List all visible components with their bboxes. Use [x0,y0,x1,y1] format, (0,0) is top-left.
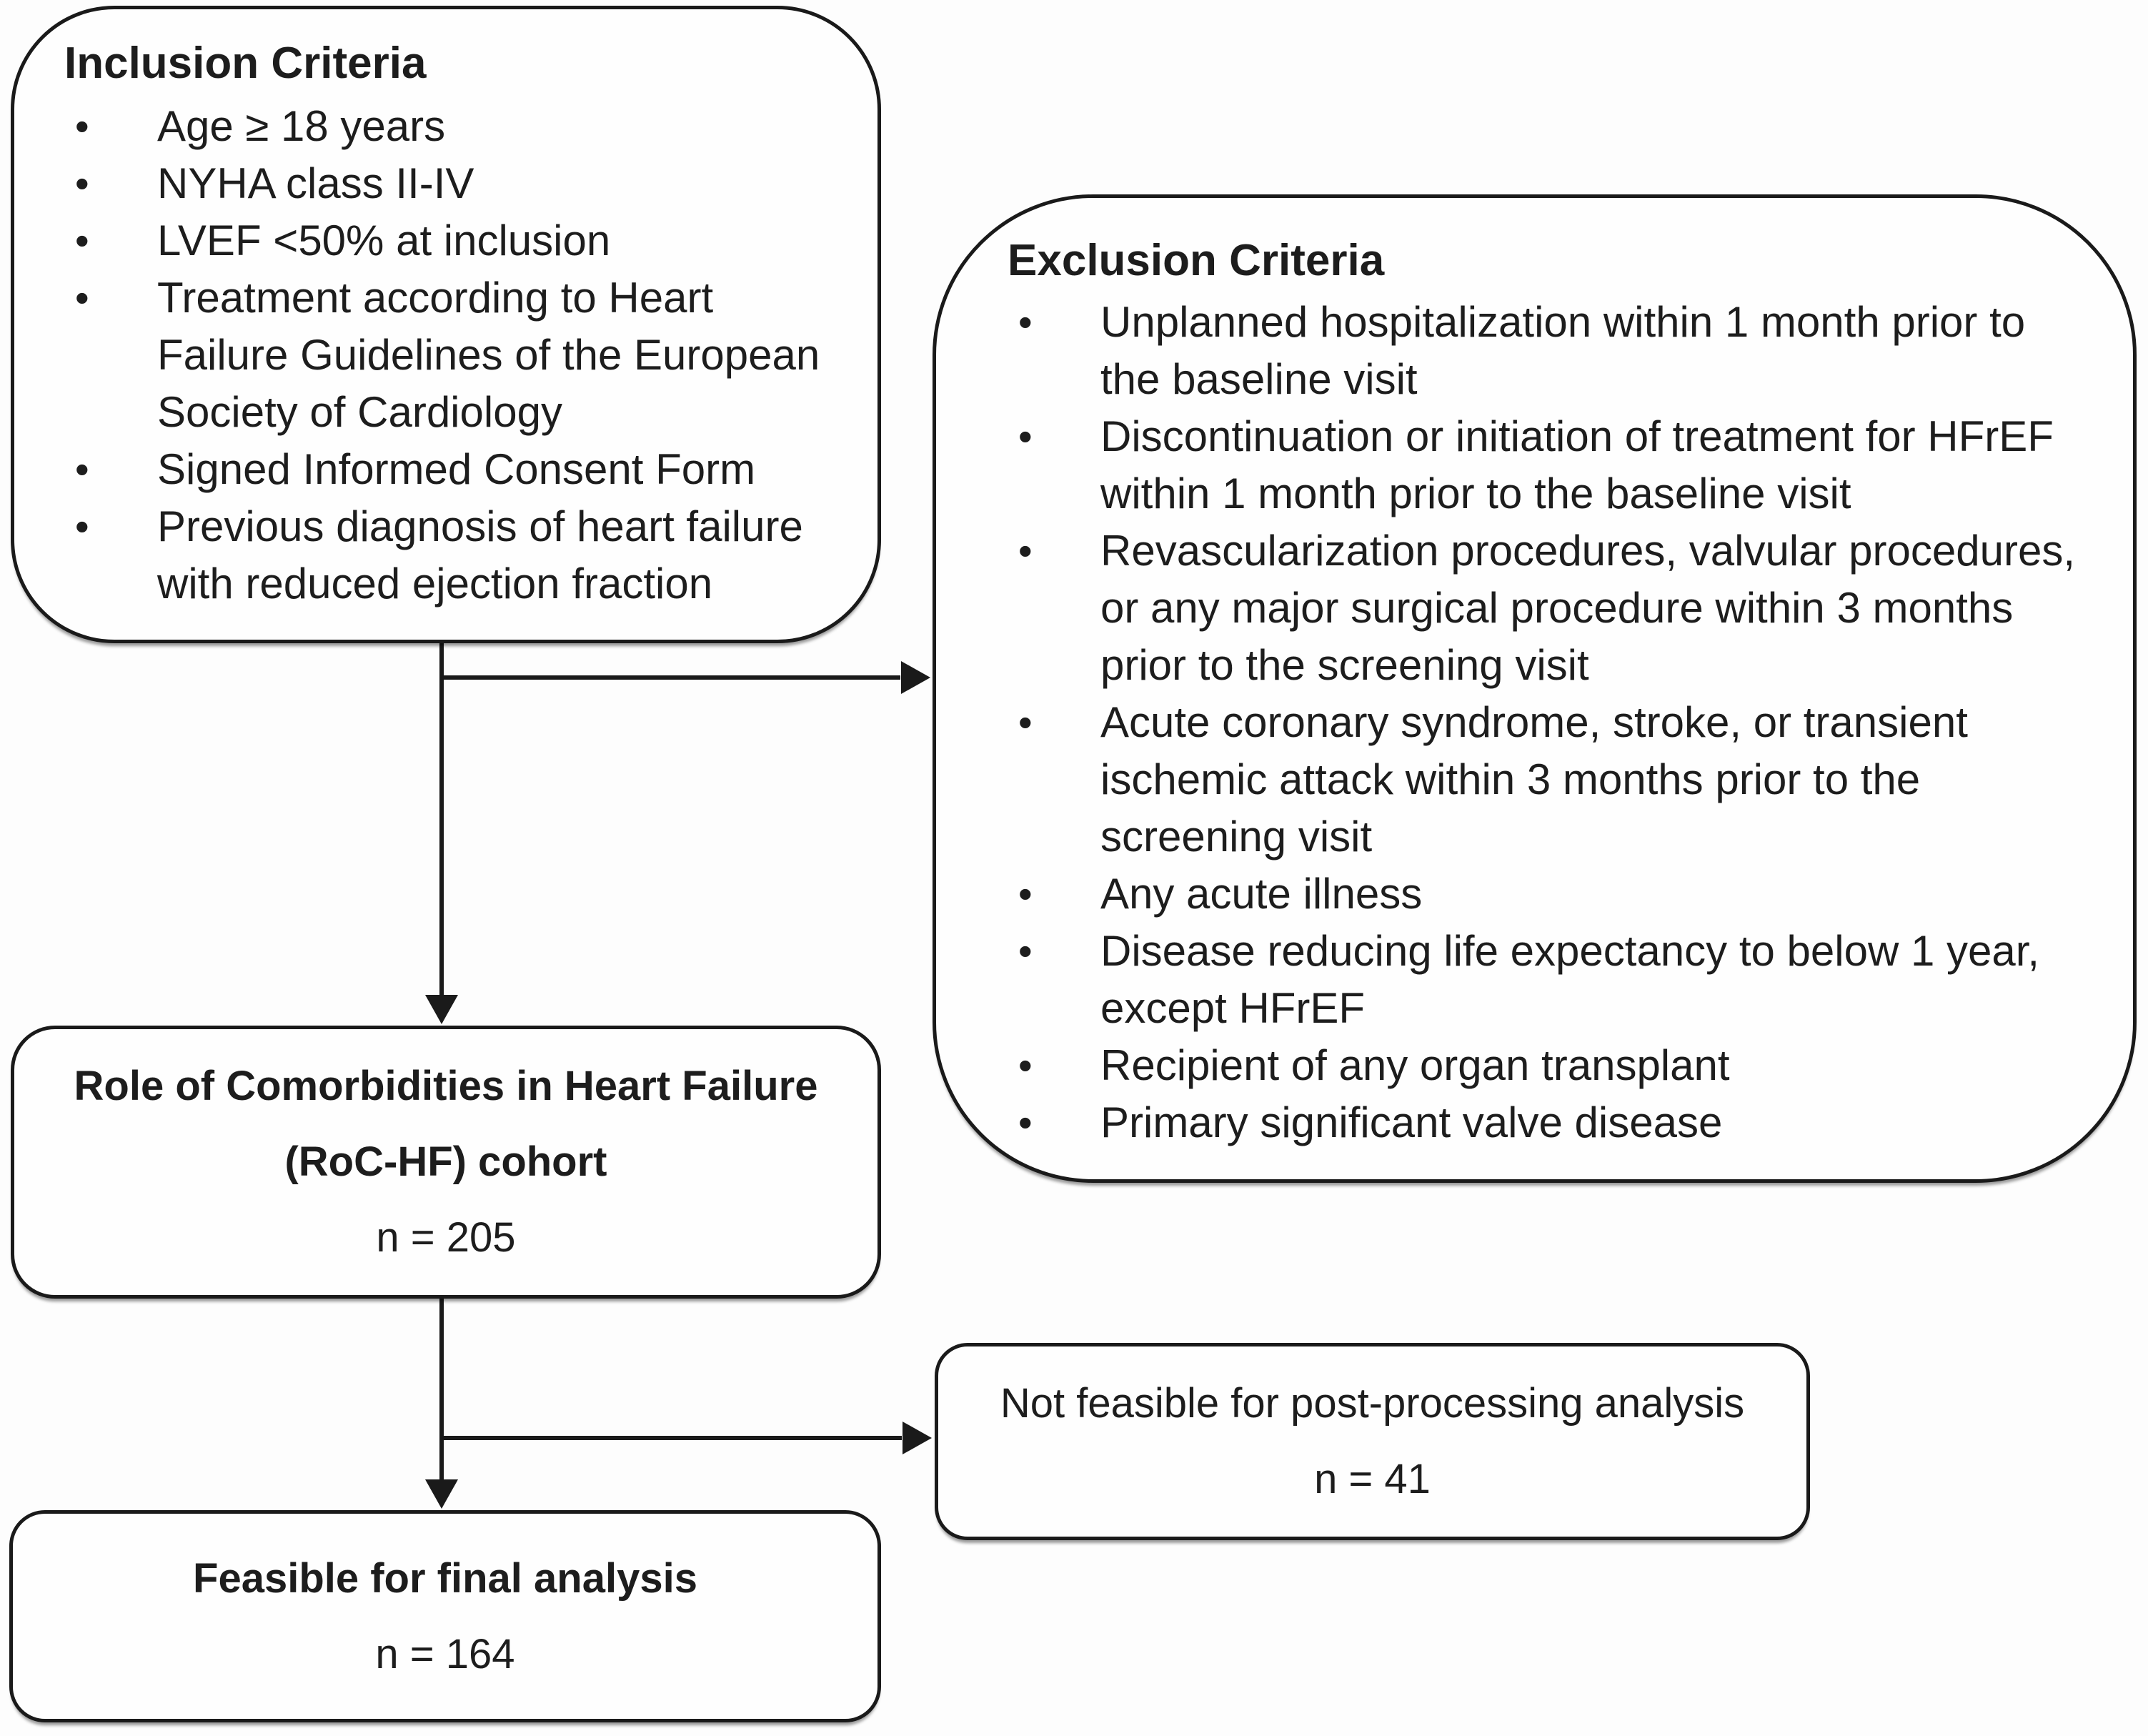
exclusion-criteria-list: Unplanned hospitalization within 1 month… [1008,294,2094,1151]
inclusion-criteria-box: Inclusion Criteria Age ≥ 18 years NYHA c… [11,6,881,643]
list-item: Any acute illness [1008,865,2094,923]
feasible-n-count: n = 164 [375,1630,515,1677]
list-item: Recipient of any organ transplant [1008,1037,2094,1094]
list-item: Previous diagnosis of heart failure with… [64,498,849,612]
inclusion-item-text: Previous diagnosis of heart failure with… [157,502,803,607]
list-item: Signed Informed Consent Form [64,441,849,498]
exclusion-item-text: Any acute illness [1100,870,1423,918]
exclusion-item-text: Unplanned hospitalization within 1 month… [1100,298,2026,403]
exclusion-item-text: Acute coronary syndrome, stroke, or tran… [1100,698,1968,860]
list-item: Discontinuation or initiation of treatme… [1008,408,2094,522]
list-item: Age ≥ 18 years [64,98,849,155]
feasible-box: Feasible for final analysis n = 164 [9,1510,881,1722]
exclusion-criteria-title: Exclusion Criteria [1008,236,1385,285]
inclusion-item-text: NYHA class II-IV [157,159,474,207]
list-item: Treatment according to Heart Failure Gui… [64,269,849,441]
exclusion-item-text: Recipient of any organ transplant [1100,1041,1730,1089]
cohort-subtitle: (RoC-HF) cohort [284,1139,607,1185]
not-feasible-box: Not feasible for post-processing analysi… [935,1343,1810,1540]
not-feasible-n-count: n = 41 [1314,1456,1431,1502]
cohort-n-count: n = 205 [376,1214,516,1261]
cohort-title: Role of Comorbidities in Heart Failure [74,1063,818,1109]
arrowhead-down-icon [425,995,458,1024]
cohort-box: Role of Comorbidities in Heart Failure (… [11,1026,881,1299]
list-item: Primary significant valve disease [1008,1094,2094,1151]
inclusion-item-text: Age ≥ 18 years [157,102,446,150]
list-item: Acute coronary syndrome, stroke, or tran… [1008,694,2094,865]
list-item: Disease reducing life expectancy to belo… [1008,923,2094,1037]
inclusion-criteria-title: Inclusion Criteria [64,39,427,88]
not-feasible-label: Not feasible for post-processing analysi… [1000,1380,1745,1427]
arrowhead-right-icon [901,661,930,694]
list-item: Unplanned hospitalization within 1 month… [1008,294,2094,408]
inclusion-item-text: LVEF <50% at inclusion [157,217,611,264]
inclusion-item-text: Treatment according to Heart Failure Gui… [157,274,820,436]
list-item: Revascularization procedures, valvular p… [1008,522,2094,694]
exclusion-criteria-box: Exclusion Criteria Unplanned hospitaliza… [933,194,2137,1183]
arrowhead-right-icon [903,1422,932,1454]
exclusion-item-text: Discontinuation or initiation of treatme… [1100,412,2054,517]
inclusion-criteria-list: Age ≥ 18 years NYHA class II-IV LVEF <50… [64,98,849,612]
list-item: NYHA class II-IV [64,155,849,212]
feasible-label: Feasible for final analysis [193,1554,697,1602]
arrowhead-down-icon [425,1479,458,1509]
exclusion-item-text: Disease reducing life expectancy to belo… [1100,927,2040,1032]
inclusion-item-text: Signed Informed Consent Form [157,445,756,493]
list-item: LVEF <50% at inclusion [64,212,849,269]
exclusion-item-text: Primary significant valve disease [1100,1098,1723,1146]
exclusion-item-text: Revascularization procedures, valvular p… [1100,527,2076,689]
